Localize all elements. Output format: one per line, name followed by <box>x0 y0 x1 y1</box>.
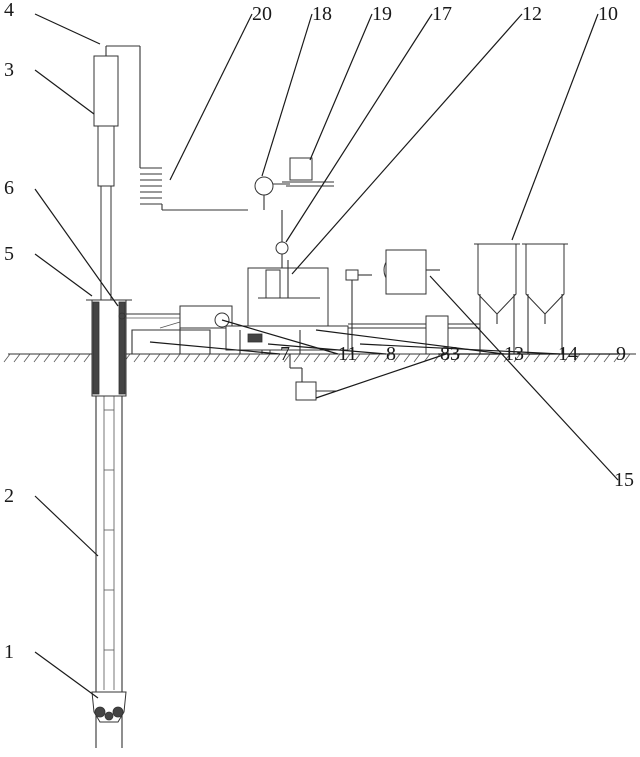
ground-hatch-mark <box>583 353 591 363</box>
ground-hatch-mark <box>463 353 471 363</box>
ground-hatch-mark <box>403 353 411 363</box>
underground-pump <box>289 354 336 401</box>
ground-hatch-mark <box>563 353 571 363</box>
surface-casing <box>86 299 132 397</box>
ground-hatch-mark <box>323 353 331 363</box>
ground-hatch-mark <box>43 353 51 363</box>
part-labels: 4 3 6 5 2 1 20 18 19 17 12 10 7 11 8 83 … <box>4 0 634 663</box>
drill-bit <box>91 691 127 723</box>
label-10: 10 <box>598 3 618 25</box>
ground-hatch-mark <box>173 353 181 363</box>
ground-hatch-mark <box>473 353 481 363</box>
ground-hatch-mark <box>163 353 171 363</box>
ground-hatch-mark <box>303 353 311 363</box>
ground-hatch-mark <box>443 353 451 363</box>
ground-hatch-mark <box>353 353 361 363</box>
ground-hatch-mark <box>553 353 561 363</box>
ground-hatch-mark <box>433 353 441 363</box>
ground-hatch-mark <box>263 353 271 363</box>
label-12: 12 <box>522 3 542 25</box>
ground-hatch-mark <box>393 353 401 363</box>
ground-hatch-mark <box>513 353 521 363</box>
ground-hatch-mark <box>623 353 631 363</box>
label-20: 20 <box>252 3 272 25</box>
ground-hatch-mark <box>343 353 351 363</box>
ground-hatch-mark <box>293 353 301 363</box>
label-19: 19 <box>372 3 392 25</box>
hose-coil <box>140 167 248 211</box>
ground-hatch-mark <box>543 353 551 363</box>
ground-hatch-mark <box>23 353 31 363</box>
ground-hatch-mark <box>53 353 61 363</box>
label-3: 3 <box>4 59 14 81</box>
ground-hatch-mark <box>413 353 421 363</box>
silos <box>474 243 568 354</box>
label-14: 14 <box>558 343 578 365</box>
leader-lines <box>34 13 619 699</box>
ground-hatch-mark <box>333 353 341 363</box>
label-11: 11 <box>338 343 357 365</box>
ground-hatch-mark <box>3 353 11 363</box>
ground-hatch-mark <box>453 353 461 363</box>
ground-hatch-mark <box>533 353 541 363</box>
ground-hatch-mark <box>503 353 511 363</box>
label-4: 4 <box>4 0 14 21</box>
ground-hatch-mark <box>223 353 231 363</box>
mixing-tank <box>247 260 329 327</box>
label-18: 18 <box>312 3 332 25</box>
ground-hatch-mark <box>493 353 501 363</box>
label-17: 17 <box>432 3 452 25</box>
label-9: 9 <box>616 343 626 365</box>
ground-hatch-mark <box>573 353 581 363</box>
ground-hatch-mark <box>523 353 531 363</box>
ground-hatch-mark <box>363 353 371 363</box>
ground-hatch-mark <box>83 353 91 363</box>
label-83: 83 <box>440 343 460 365</box>
ground-hatch-mark <box>283 353 291 363</box>
label-2: 2 <box>4 485 14 507</box>
label-8: 8 <box>386 343 396 365</box>
ground-hatch-mark <box>33 353 41 363</box>
label-15: 15 <box>614 469 634 491</box>
ground-hatch-mark <box>273 353 281 363</box>
label-1: 1 <box>4 641 14 663</box>
compressor <box>345 249 440 354</box>
ground-hatch-mark <box>383 353 391 363</box>
ground-hatch-mark <box>213 353 221 363</box>
ground-hatch-mark <box>233 353 241 363</box>
ground-hatch-mark <box>593 353 601 363</box>
ground-hatch-mark <box>253 353 261 363</box>
ground-hatch-mark <box>153 353 161 363</box>
ground-hatch-mark <box>203 353 211 363</box>
ground-hatch-mark <box>183 353 191 363</box>
additive-unit <box>254 157 334 210</box>
mud-pump <box>275 210 289 268</box>
ground-hatch-mark <box>143 353 151 363</box>
ground-hatch-mark <box>193 353 201 363</box>
label-6: 6 <box>4 177 14 199</box>
ground-hatch-mark <box>483 353 491 363</box>
ground-hatch-mark <box>133 353 141 363</box>
label-5: 5 <box>4 243 14 265</box>
label-7: 7 <box>280 343 290 365</box>
ground-hatch-mark <box>603 353 611 363</box>
ground-hatch-mark <box>243 353 251 363</box>
top-drive <box>93 45 141 301</box>
ground-hatch-mark <box>613 353 621 363</box>
ground-hatch-mark <box>73 353 81 363</box>
label-13: 13 <box>504 343 524 365</box>
ground-hatch-mark <box>373 353 381 363</box>
ground-hatch-mark <box>13 353 21 363</box>
ground-hatch-mark <box>63 353 71 363</box>
ground-hatch-mark <box>313 353 321 363</box>
